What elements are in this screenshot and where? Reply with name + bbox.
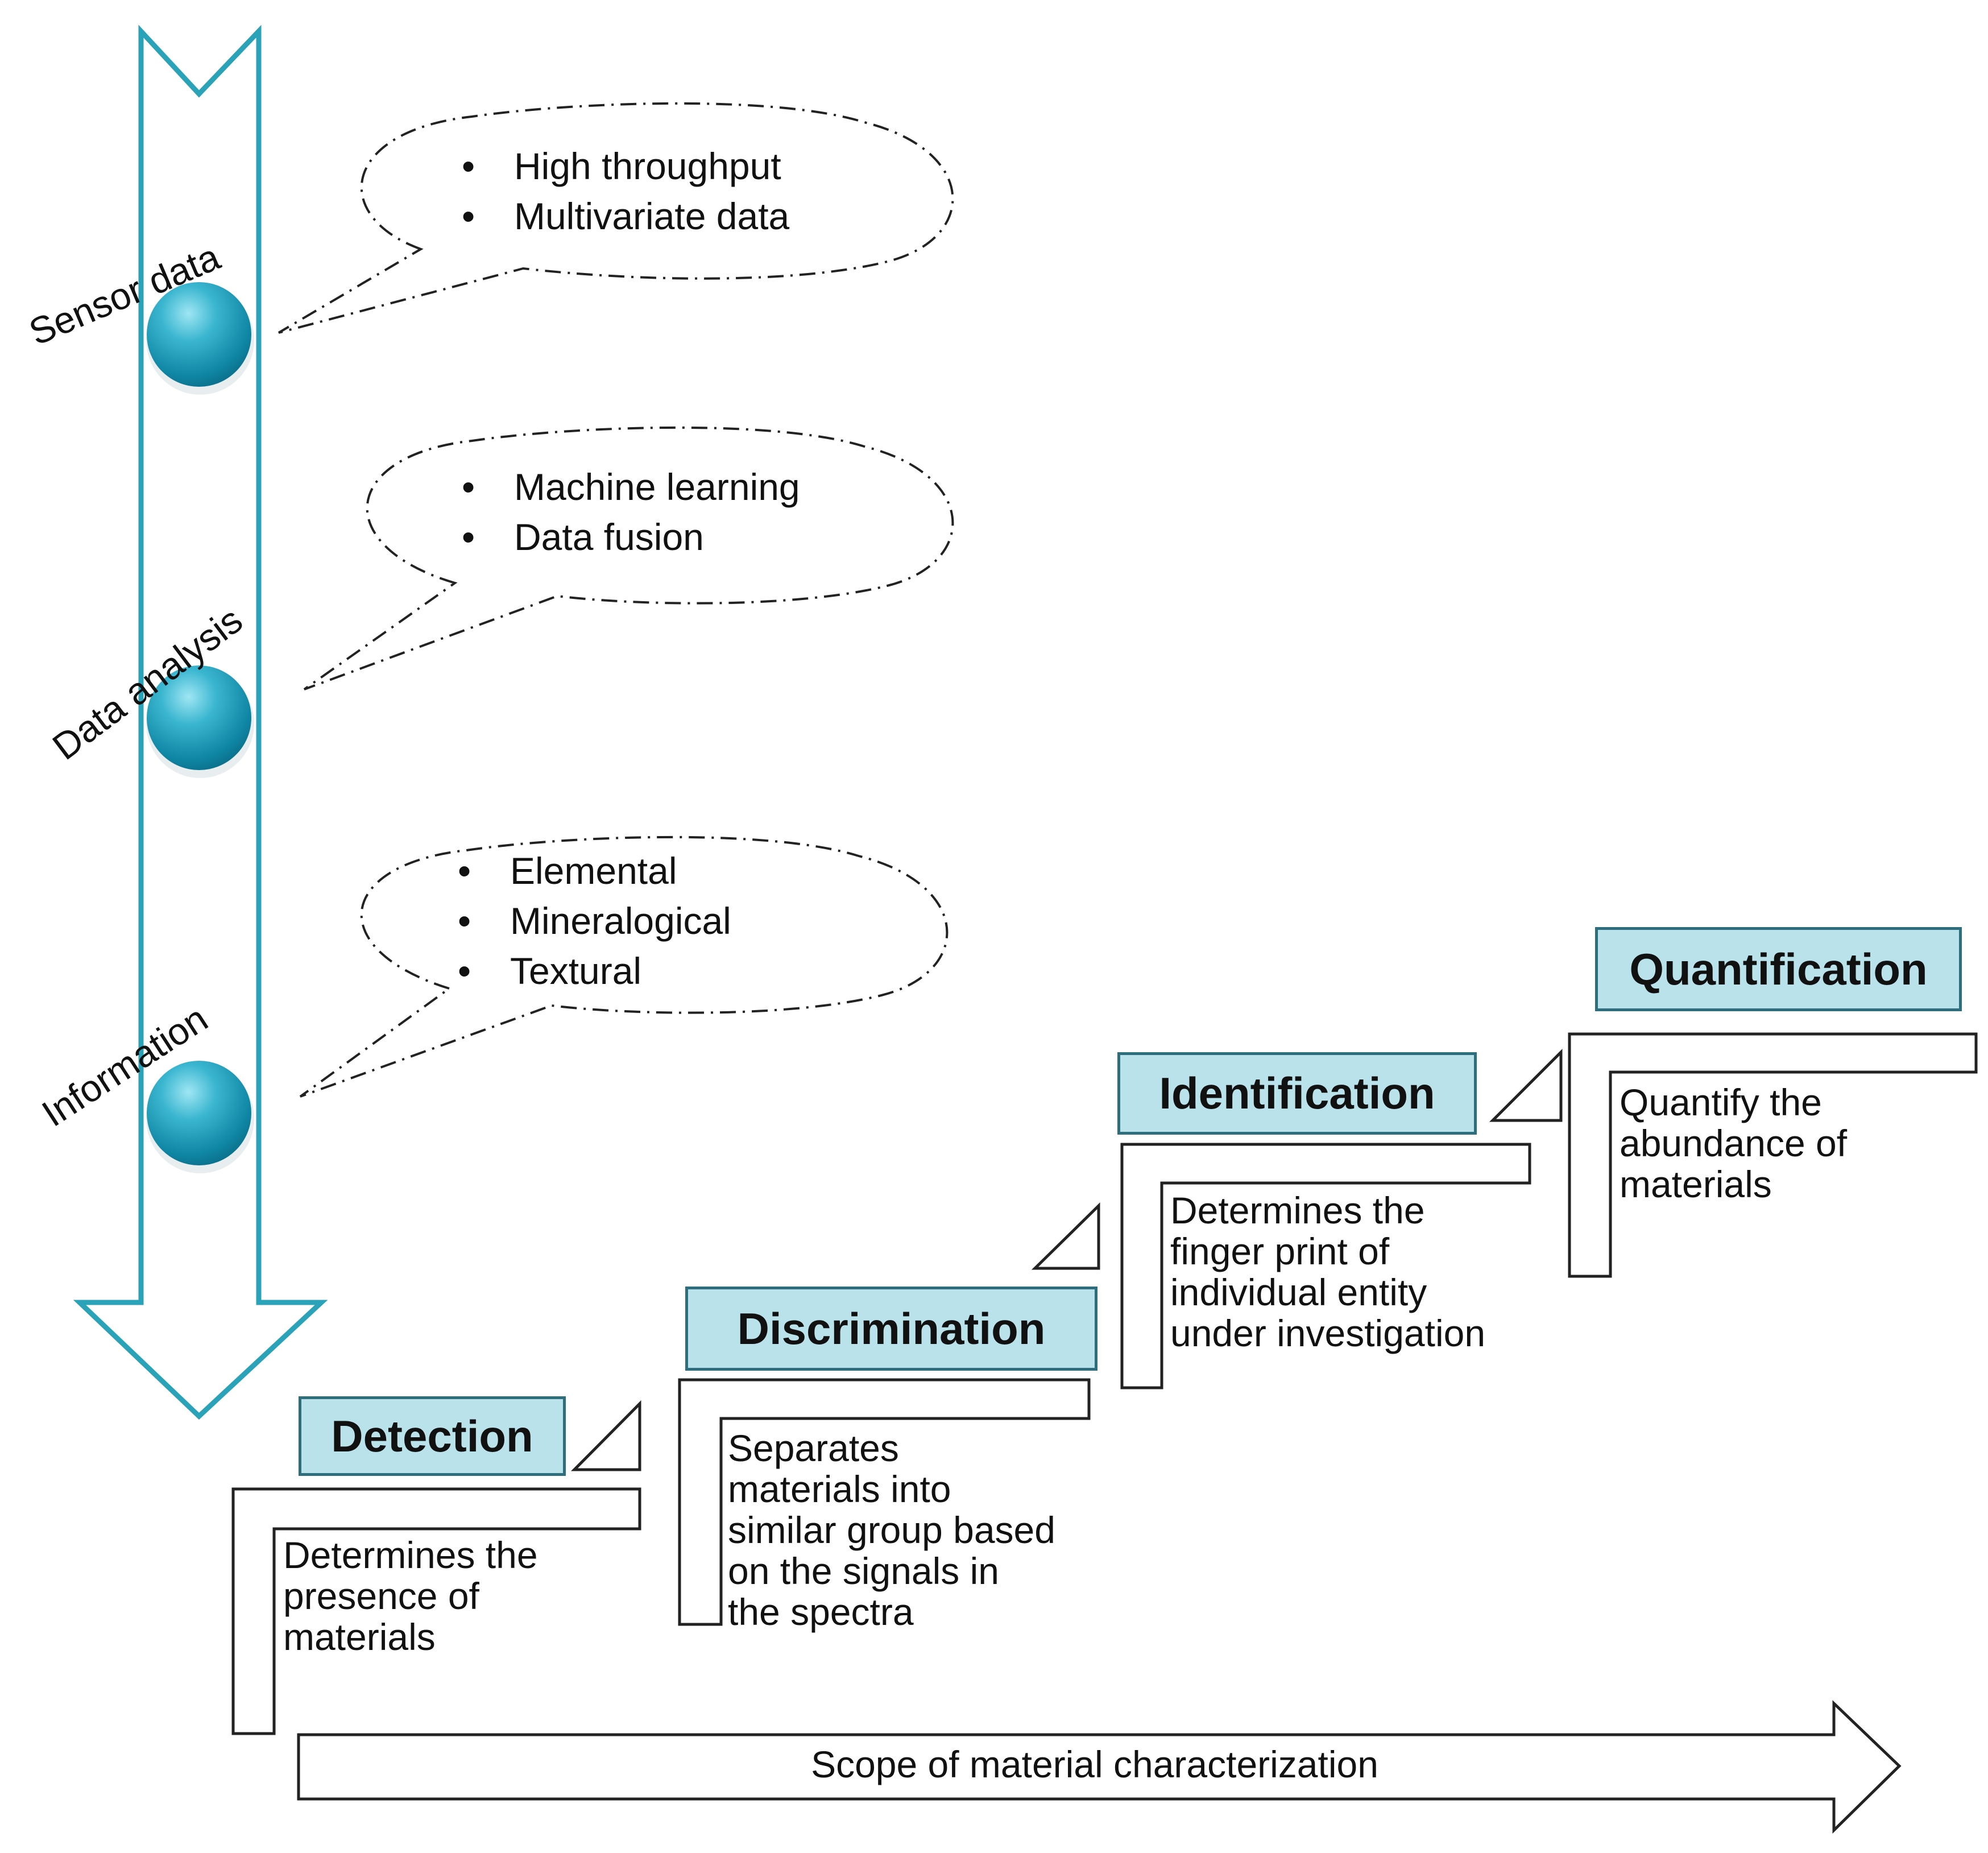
description-line: materials into: [728, 1468, 951, 1510]
sensor-data-callout: [278, 102, 954, 334]
description-line: the spectra: [728, 1591, 914, 1633]
callout-item: Textural: [458, 946, 731, 996]
discrimination-description: Separates materials into similar group b…: [728, 1428, 1055, 1632]
quantification-description: Quantify the abundance of materials: [1620, 1082, 1847, 1205]
description-line: materials: [1620, 1163, 1772, 1205]
sensor-data-callout-list: High throughput Multivariate data: [462, 141, 789, 241]
description-line: similar group based: [728, 1509, 1055, 1551]
step-triangle-2: [1031, 1202, 1100, 1270]
discrimination-title: Discrimination: [685, 1287, 1097, 1371]
callout-item: High throughput: [462, 141, 789, 191]
information-node-icon: [146, 1061, 254, 1173]
information-callout: [299, 835, 949, 1098]
callout-item: Data fusion: [462, 512, 800, 562]
identification-title: Identification: [1117, 1052, 1477, 1135]
discrimination-step-bracket: [678, 1378, 1091, 1626]
identification-step-bracket: [1120, 1143, 1531, 1389]
description-line: Quantify the: [1620, 1081, 1822, 1123]
callout-item: Multivariate data: [462, 191, 789, 241]
description-line: Determines the: [283, 1534, 538, 1576]
description-line: individual entity: [1170, 1271, 1427, 1313]
step-triangle-1: [571, 1400, 641, 1471]
description-line: finger print of: [1170, 1230, 1390, 1272]
data-analysis-node-icon: [146, 665, 254, 778]
detection-description: Determines the presence of materials: [283, 1534, 538, 1657]
callout-item: Mineralogical: [458, 896, 731, 946]
sensor-data-node-icon: [146, 282, 254, 395]
data-analysis-callout-list: Machine learning Data fusion: [462, 462, 800, 562]
process-flow-arrow: [73, 24, 328, 1420]
description-line: Determines the: [1170, 1189, 1425, 1231]
detection-title: Detection: [299, 1396, 566, 1476]
quantification-step-bracket: [1568, 1032, 1978, 1278]
description-line: presence of: [283, 1575, 479, 1617]
data-analysis-callout: [303, 426, 954, 690]
description-line: on the signals in: [728, 1550, 999, 1592]
identification-description: Determines the finger print of individua…: [1170, 1190, 1485, 1354]
callout-item: Machine learning: [462, 462, 800, 512]
description-line: materials: [283, 1616, 436, 1658]
step-triangle-3: [1489, 1048, 1563, 1122]
information-callout-list: Elemental Mineralogical Textural: [458, 846, 731, 996]
description-line: abundance of: [1620, 1122, 1848, 1164]
description-line: Separates: [728, 1427, 899, 1469]
scope-arrow-label: Scope of material characterization: [811, 1743, 1378, 1785]
description-line: under investigation: [1170, 1312, 1486, 1354]
scope-arrow: [297, 1700, 1902, 1834]
callout-item: Elemental: [458, 846, 731, 896]
quantification-title: Quantification: [1595, 927, 1962, 1011]
detection-step-bracket: [231, 1487, 641, 1735]
